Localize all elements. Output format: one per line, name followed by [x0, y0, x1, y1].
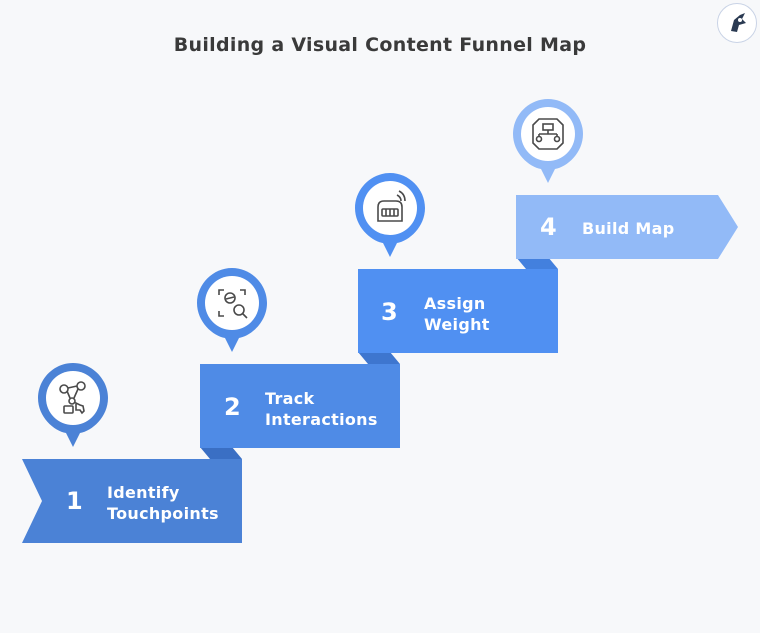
- fold-connector-1-2: [200, 447, 242, 459]
- step-1-label: Identify Touchpoints: [107, 483, 219, 523]
- step-1-pin: [36, 361, 110, 453]
- flowchart-map-icon: [532, 118, 564, 150]
- step-4-label: Build Map: [582, 219, 675, 238]
- step-3-banner: [358, 269, 558, 353]
- step-2-banner: [200, 364, 400, 448]
- step-2-number: 2: [224, 393, 241, 421]
- page-title: Building a Visual Content Funnel Map: [173, 34, 587, 56]
- weighing-scale-icon: [377, 190, 406, 222]
- step-3-number: 3: [381, 298, 398, 326]
- brand-logo-icon: [717, 3, 757, 43]
- step-2-label: Track Interactions: [265, 389, 378, 429]
- step-2-pin: [195, 266, 269, 358]
- step-1-number: 1: [66, 487, 83, 515]
- step-3-label: Assign Weight: [424, 294, 490, 334]
- network-touch-icon: [59, 381, 86, 415]
- fold-connector-3-4: [516, 257, 558, 269]
- step-4-number: 4: [540, 213, 557, 241]
- step-4-pin: [511, 97, 585, 189]
- step-1-banner: [22, 459, 242, 543]
- fold-connector-2-3: [358, 352, 400, 364]
- step-3-pin: [353, 171, 427, 263]
- step-4-banner: [516, 195, 738, 259]
- face-scan-search-icon: [218, 289, 248, 319]
